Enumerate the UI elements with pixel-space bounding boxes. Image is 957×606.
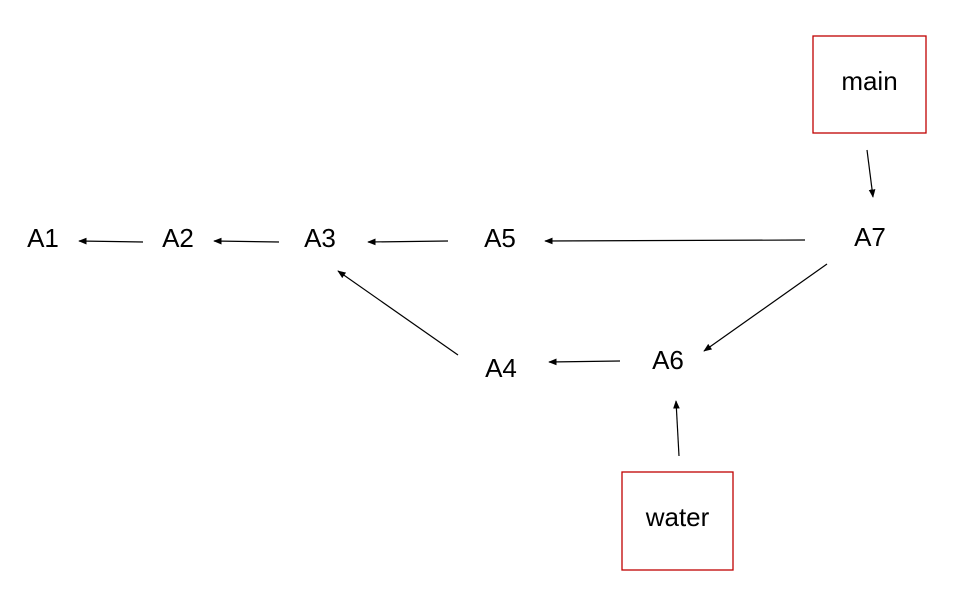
branch-water-box (621, 471, 734, 571)
branch-main-box (812, 35, 927, 134)
edge-a7-to-a6 (703, 263, 828, 352)
edge-a5-to-a3 (367, 238, 449, 246)
node-a4: A4 (485, 353, 517, 383)
node-a3: A3 (304, 223, 336, 253)
node-a7: A7 (854, 222, 886, 252)
branch-water: water (621, 471, 734, 571)
node-a1: A1 (27, 223, 59, 253)
node-a2: A2 (162, 223, 194, 253)
edge-water-to-a6 (673, 400, 680, 457)
edge-a7-to-a5 (544, 237, 806, 245)
branch-main-label: main (841, 66, 897, 96)
edge-a3-to-a2 (213, 237, 280, 245)
edge-a4-to-a3 (337, 270, 459, 356)
branch-main: main (812, 35, 927, 134)
node-a6: A6 (652, 345, 684, 375)
edge-a6-to-a4 (548, 358, 621, 366)
edge-main-to-a7 (866, 149, 876, 198)
branch-water-label: water (645, 502, 710, 532)
node-a5: A5 (484, 223, 516, 253)
edge-a2-to-a1 (78, 237, 144, 245)
